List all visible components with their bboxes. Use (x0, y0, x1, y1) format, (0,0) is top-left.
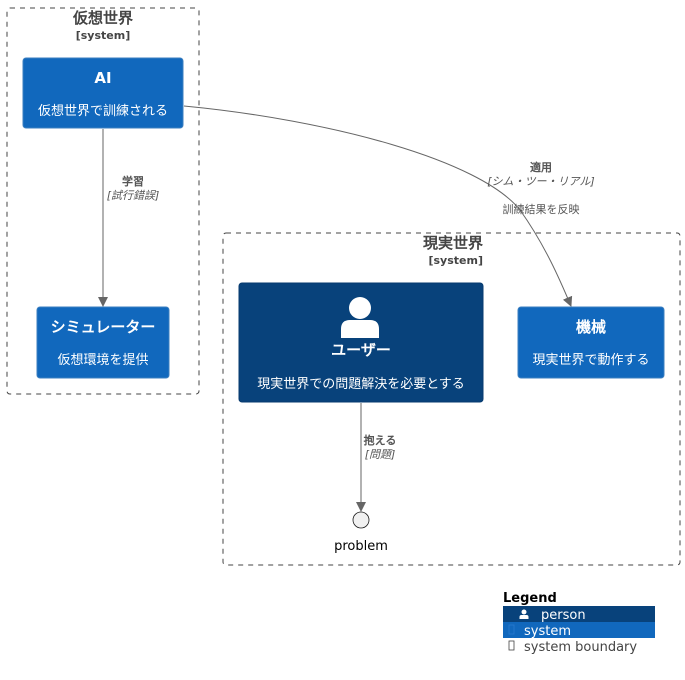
simulator-node[interactable]: シミュレーター 仮想環境を提供 (36, 306, 170, 379)
legend: Legend person system system boundary (503, 591, 655, 655)
ai-node-desc: 仮想世界で訓練される (38, 103, 168, 119)
edge-learn: 学習 [試行錯誤] (98, 129, 160, 307)
edge-hold: 抱える [問題] (356, 403, 397, 512)
virtual-world-title: 仮想世界 (72, 9, 133, 27)
virtual-world-boundary: 仮想世界 [system] (6, 7, 200, 395)
ai-node-title: AI (94, 69, 111, 87)
legend-item-system: system (524, 624, 571, 639)
legend-item-person: person (541, 608, 586, 623)
legend-system-glyph (508, 624, 515, 635)
edge-hold-label: 抱える (364, 433, 397, 447)
real-world-type: [system] (428, 254, 483, 267)
legend-title: Legend (503, 591, 557, 606)
real-world-title: 現実世界 (423, 234, 483, 252)
edge-apply-label: 適用 (530, 160, 552, 174)
machine-node-desc: 現実世界で動作する (532, 352, 649, 368)
simulator-node-desc: 仮想環境を提供 (57, 352, 148, 368)
machine-node[interactable]: 機械 現実世界で動作する (517, 306, 665, 379)
edge-learn-tech: [試行錯誤] (107, 189, 160, 202)
real-world-boundary: 現実世界 [system] (222, 232, 681, 566)
person-icon (341, 297, 379, 338)
machine-node-title: 機械 (576, 318, 606, 336)
user-node-desc: 現実世界での問題解決を必要とする (257, 376, 465, 392)
problem-node[interactable]: problem (334, 511, 388, 554)
problem-label: problem (334, 539, 388, 554)
legend-person-icon (519, 609, 529, 619)
legend-boundary-glyph (508, 640, 515, 651)
edge-hold-tech: [問題] (365, 448, 396, 461)
edge-apply: 適用 [シム・ツー・リアル] 訓練結果を反映 (183, 105, 595, 307)
user-node[interactable]: ユーザー 現実世界での問題解決を必要とする (238, 282, 484, 403)
edge-apply-desc: 訓練結果を反映 (503, 202, 580, 216)
user-node-title: ユーザー (331, 341, 391, 359)
edge-learn-label: 学習 (122, 174, 144, 188)
ai-node[interactable]: AI 仮想世界で訓練される (22, 57, 184, 129)
virtual-world-type: [system] (76, 29, 131, 42)
edge-apply-tech: [シム・ツー・リアル] (487, 175, 594, 188)
legend-item-boundary: system boundary (524, 640, 637, 655)
simulator-node-title: シミュレーター (51, 318, 156, 336)
